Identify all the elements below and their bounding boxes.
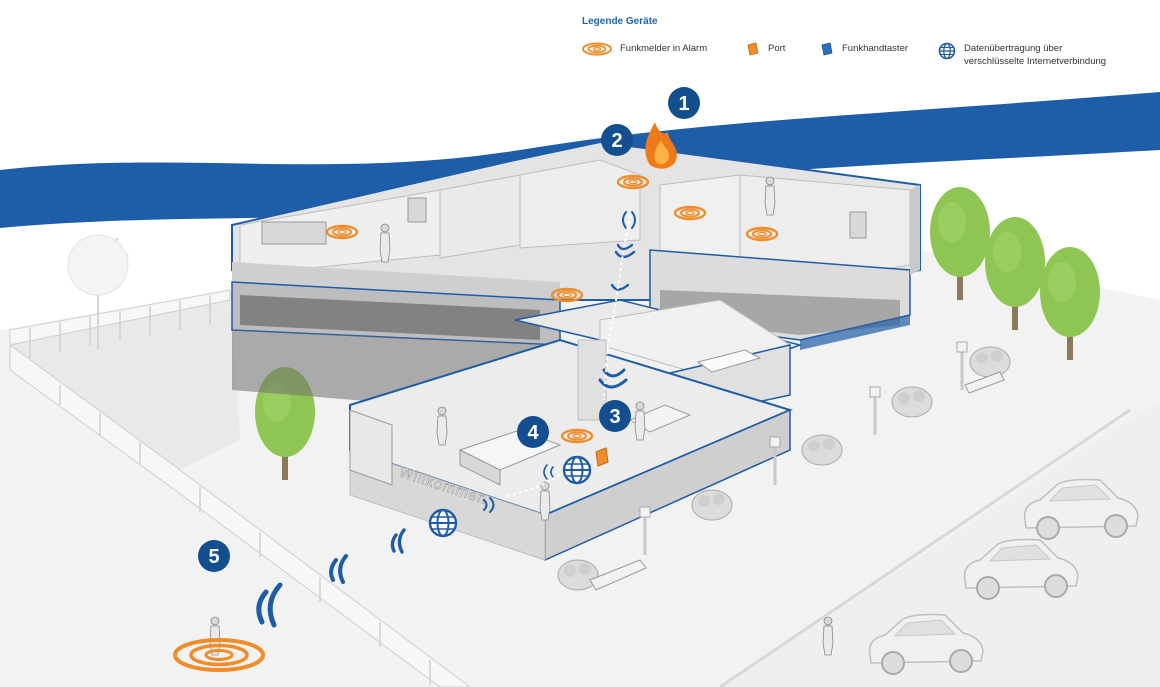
step-badge-4: 4 — [517, 416, 549, 448]
fire-icon — [645, 122, 677, 169]
bare-tree — [67, 234, 129, 350]
parking-lot — [720, 400, 1160, 687]
svg-text:3: 3 — [609, 406, 620, 428]
step-badge-1: 1 — [668, 87, 700, 119]
alarm-ring-large-icon — [173, 638, 265, 672]
svg-text:4: 4 — [527, 422, 539, 444]
legend-item-alarm: Funkmelder in Alarm — [582, 42, 707, 56]
step-badge-5: 5 — [198, 540, 230, 572]
step-badge-3: 3 — [599, 400, 631, 432]
alarm-ring-icon — [582, 42, 612, 56]
legend: Legende Geräte Funkmelder in Alarm Port … — [582, 16, 1142, 76]
yard — [10, 290, 240, 470]
legend-item-hand-button: Funkhandtaster — [820, 42, 908, 56]
step-badge-2: 2 — [601, 124, 633, 156]
legend-item-port: Port — [746, 42, 785, 56]
legend-item-label: Port — [768, 43, 786, 54]
legend-item-label: Funkhandtaster — [842, 43, 909, 54]
hand-button-icon — [821, 42, 833, 56]
radio-wave-icons — [256, 211, 636, 628]
globe-icon — [938, 42, 956, 60]
legend-item-data-transfer: Datenübertragung über verschlüsselte Int… — [938, 42, 1138, 68]
port-icon — [747, 42, 759, 56]
benches — [589, 371, 1005, 591]
svg-text:2: 2 — [611, 130, 622, 152]
legend-item-label: Funkmelder in Alarm — [620, 43, 708, 54]
port-icon — [595, 447, 609, 467]
building — [231, 140, 921, 562]
svg-text:1: 1 — [678, 93, 689, 115]
svg-text:5: 5 — [208, 546, 219, 568]
legend-item-label: Datenübertragung über verschlüsselte Int… — [964, 43, 1107, 67]
legend-title: Legende Geräte — [582, 16, 658, 27]
